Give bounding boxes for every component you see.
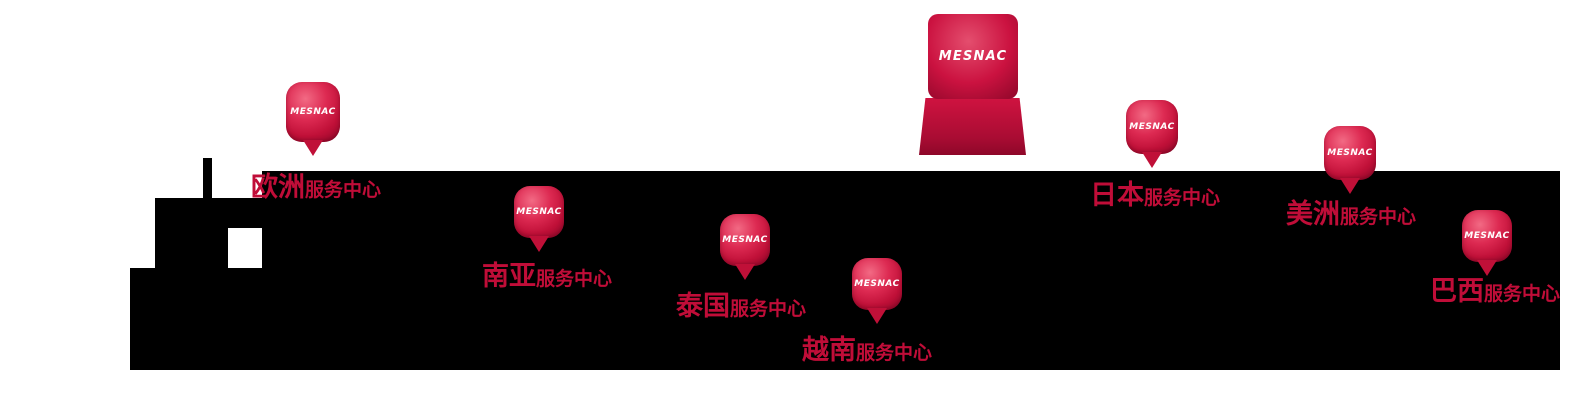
coastline-sliver <box>203 158 212 198</box>
region-name: 巴西 <box>1430 276 1484 307</box>
region-name: 美洲 <box>1286 199 1340 230</box>
service-center-label: 泰国服务中心 <box>676 293 806 320</box>
headquarters-pin-base <box>919 98 1026 155</box>
region-name: 日本 <box>1090 180 1144 211</box>
service-center-label: 南亚服务中心 <box>482 263 612 290</box>
mesnac-logo: MESNAC <box>938 49 1008 64</box>
region-name: 南亚 <box>482 261 536 292</box>
service-center-label: 巴西服务中心 <box>1430 278 1560 305</box>
mesnac-logo: MESNAC <box>1327 148 1373 158</box>
map-pin-icon[interactable]: MESNAC <box>286 82 340 142</box>
mesnac-logo: MESNAC <box>1129 122 1175 132</box>
mesnac-logo: MESNAC <box>722 235 768 245</box>
map-pin-icon[interactable]: MESNAC <box>1324 126 1376 180</box>
continent-shape <box>130 171 1560 370</box>
label-suffix: 服务中心 <box>536 268 613 290</box>
mesnac-logo: MESNAC <box>290 107 336 117</box>
headquarters-pin[interactable]: MESNAC <box>928 14 1018 99</box>
region-name: 欧洲 <box>251 172 305 203</box>
service-center-label: 越南服务中心 <box>802 337 932 364</box>
map-pin-icon[interactable]: MESNAC <box>852 258 902 310</box>
service-center-label: 日本服务中心 <box>1090 182 1220 209</box>
label-suffix: 服务中心 <box>856 342 933 364</box>
service-center-label: 美洲服务中心 <box>1286 201 1416 228</box>
map-pin-icon[interactable]: MESNAC <box>1462 210 1512 262</box>
label-suffix: 服务中心 <box>305 179 382 201</box>
map-pin-icon[interactable]: MESNAC <box>514 186 564 238</box>
region-name: 泰国 <box>676 291 730 322</box>
label-suffix: 服务中心 <box>730 298 807 320</box>
mesnac-logo: MESNAC <box>516 207 562 217</box>
label-suffix: 服务中心 <box>1340 206 1417 228</box>
service-center-label: 欧洲服务中心 <box>251 174 381 201</box>
mesnac-logo: MESNAC <box>854 279 900 289</box>
region-name: 越南 <box>802 335 856 366</box>
map-pin-icon[interactable]: MESNAC <box>720 214 770 266</box>
mesnac-logo: MESNAC <box>1464 231 1510 241</box>
label-suffix: 服务中心 <box>1144 187 1221 209</box>
label-suffix: 服务中心 <box>1484 283 1561 305</box>
map-pin-icon[interactable]: MESNAC <box>1126 100 1178 154</box>
